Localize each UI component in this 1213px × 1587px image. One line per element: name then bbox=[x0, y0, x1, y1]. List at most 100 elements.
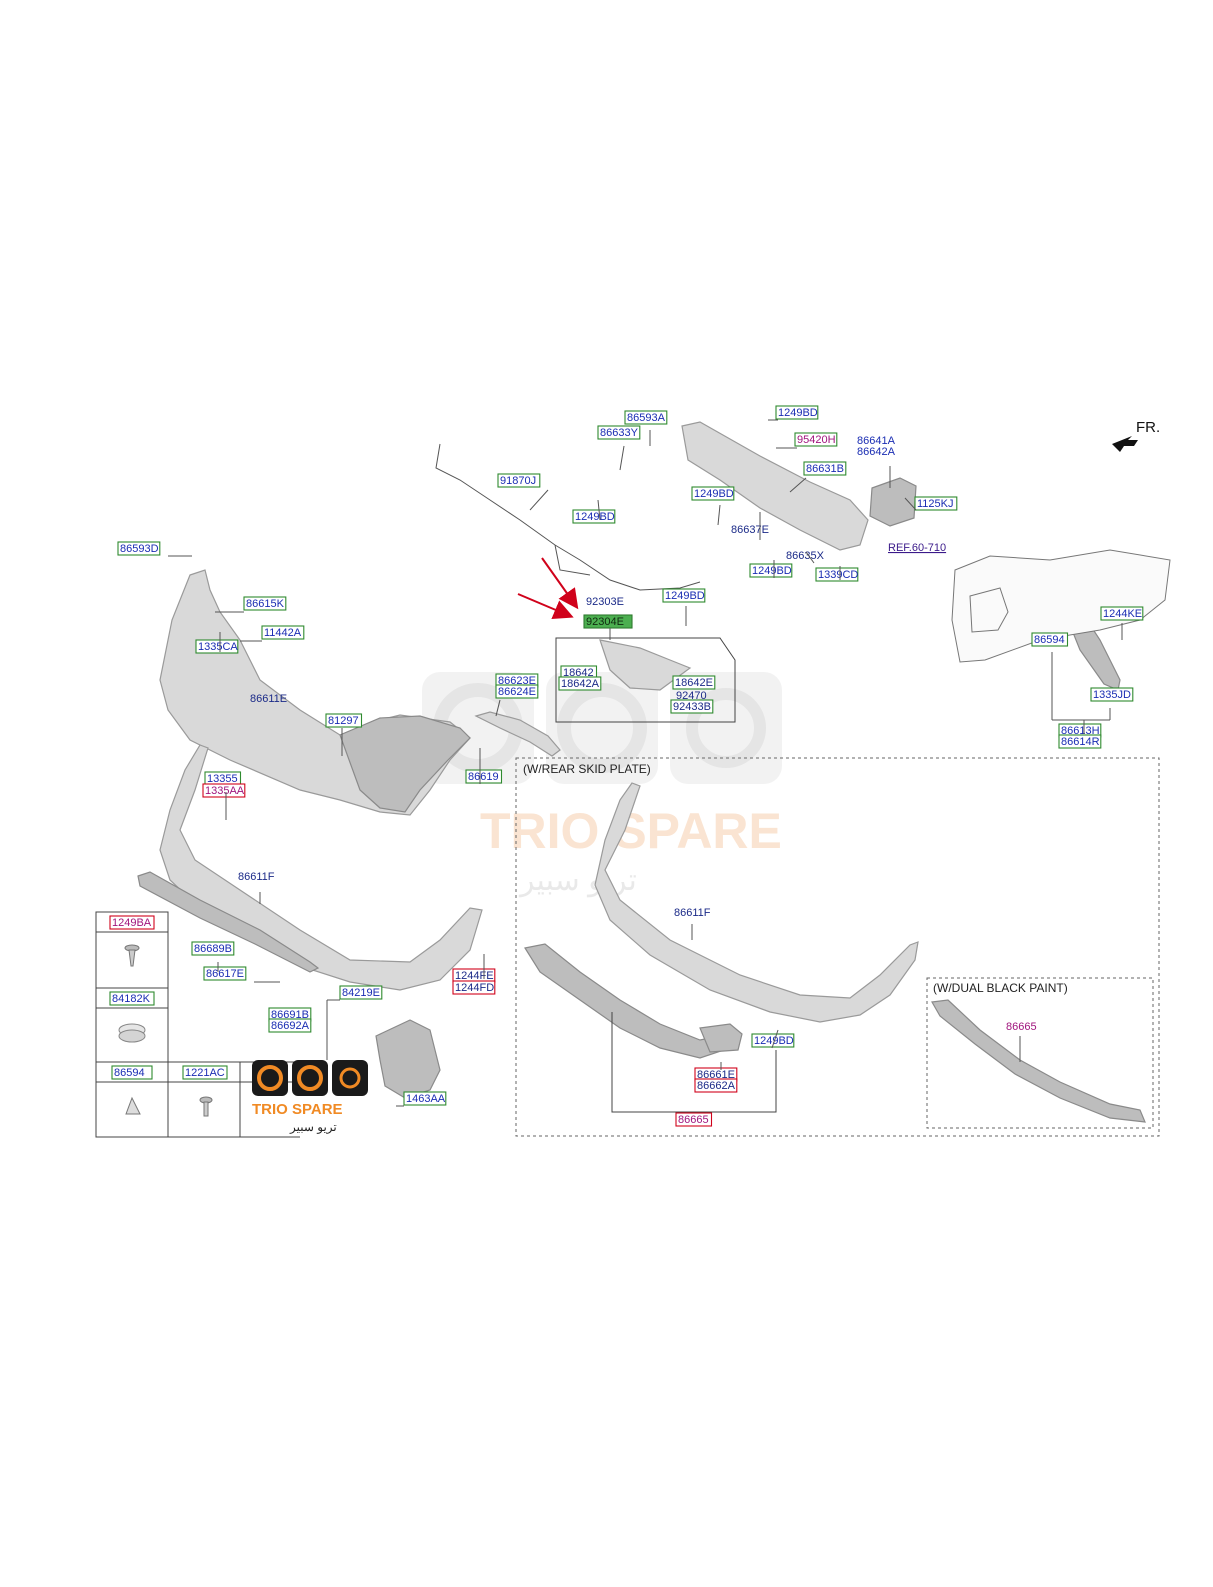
label-box bbox=[1031, 632, 1069, 647]
label-box bbox=[195, 639, 239, 654]
bolt-icon bbox=[199, 1096, 213, 1117]
part-number-86691b: 86691B bbox=[271, 1009, 309, 1021]
part-number-92433b: 92433B bbox=[673, 701, 711, 713]
label-box bbox=[794, 432, 838, 447]
part-number-86623e: 86623E bbox=[498, 675, 536, 687]
ref-link[interactable]: REF.60-710 bbox=[888, 542, 946, 554]
label-box bbox=[261, 625, 305, 640]
label-box bbox=[268, 1018, 312, 1033]
label-box bbox=[803, 461, 847, 476]
back-beam bbox=[681, 421, 869, 551]
plug-cap-icon bbox=[118, 1023, 146, 1043]
label-box bbox=[1090, 687, 1134, 702]
part-number-86615k: 86615K bbox=[246, 598, 285, 610]
part-number-1339cd: 1339CD bbox=[818, 569, 858, 581]
label-box bbox=[749, 563, 793, 578]
under-cover bbox=[375, 1019, 441, 1099]
leader-line bbox=[529, 489, 549, 511]
part-number-86662a: 86662A bbox=[697, 1080, 736, 1092]
lamp-assembly-group bbox=[555, 637, 736, 723]
part-number-86593a: 86593A bbox=[627, 412, 666, 424]
part-number-18642a: 18642A bbox=[561, 678, 600, 690]
label-box bbox=[558, 676, 602, 691]
leader-line bbox=[805, 551, 815, 564]
part-number-86611f: 86611F bbox=[674, 907, 711, 919]
leader-line bbox=[597, 499, 601, 521]
label-box bbox=[497, 473, 541, 488]
legend-1221AC: 1221AC bbox=[185, 1067, 225, 1079]
label-box bbox=[572, 509, 616, 524]
part-number-86689b: 86689B bbox=[194, 943, 232, 955]
part-number-1335jd: 1335JD bbox=[1093, 689, 1131, 701]
brand-logo-en: TRIO SPARE bbox=[252, 1101, 343, 1118]
part-number-86692a: 86692A bbox=[271, 1020, 310, 1032]
legend-86594: 86594 bbox=[114, 1067, 145, 1079]
label-box bbox=[675, 1112, 713, 1127]
label-box bbox=[465, 769, 503, 784]
clip-icon bbox=[125, 1096, 141, 1115]
leader-line bbox=[717, 504, 721, 526]
label-box bbox=[691, 486, 735, 501]
part-number-86593d: 86593D bbox=[120, 543, 159, 555]
label-box bbox=[1100, 606, 1144, 621]
label-box bbox=[203, 966, 247, 981]
skid-lower-bumper bbox=[594, 782, 919, 1023]
leader-line bbox=[619, 445, 625, 471]
part-number-86619: 86619 bbox=[468, 771, 499, 783]
label-box bbox=[191, 941, 235, 956]
part-number-1125kj: 1125KJ bbox=[917, 498, 954, 510]
part-number-1335aa: 1335AA bbox=[205, 785, 245, 797]
part-number-1249bd: 1249BD bbox=[752, 565, 792, 577]
section-dual-black-paint bbox=[926, 977, 1154, 1129]
label-box bbox=[694, 1078, 738, 1093]
leader-line bbox=[789, 477, 807, 493]
label-box bbox=[597, 425, 641, 440]
label-box bbox=[243, 596, 287, 611]
part-number-95420h: 95420H bbox=[797, 434, 836, 446]
legend-1249BA: 1249BA bbox=[112, 917, 152, 929]
red-pointer-arrow-icon bbox=[517, 557, 579, 619]
screw-icon bbox=[124, 944, 140, 967]
label-box bbox=[672, 675, 716, 690]
part-number-86617e: 86617E bbox=[206, 968, 244, 980]
section-rear-skid-plate-title: (W/REAR SKID PLATE) bbox=[523, 762, 651, 776]
beam-bracket bbox=[869, 477, 917, 527]
part-number-86661e: 86661E bbox=[697, 1069, 735, 1081]
label-box bbox=[1058, 734, 1102, 749]
part-number-92304e-highlight: 92304E bbox=[586, 616, 624, 628]
part-number-1249bd: 1249BD bbox=[575, 511, 615, 523]
fastener-legend: 1249BA 84182K 86594 1221AC bbox=[95, 911, 300, 1138]
part-number-18642e: 18642E bbox=[675, 677, 713, 689]
part-number-13355: 13355 bbox=[207, 773, 238, 785]
part-number-1335ca: 1335CA bbox=[198, 641, 238, 653]
label-box bbox=[117, 541, 161, 556]
part-number-86613h: 86613H bbox=[1061, 725, 1100, 737]
part-number-86611e: 86611E bbox=[250, 693, 287, 705]
lower-trim-strip bbox=[137, 871, 320, 973]
label-box bbox=[775, 405, 819, 420]
skid-plate-center bbox=[699, 1023, 743, 1053]
label-box bbox=[495, 684, 539, 699]
part-number-86624e: 86624E bbox=[498, 686, 536, 698]
part-number-1249bd: 1249BD bbox=[778, 407, 818, 419]
part-number-86614r: 86614R bbox=[1061, 736, 1100, 748]
label-box bbox=[670, 699, 714, 714]
direction-label: FR. bbox=[1136, 419, 1160, 436]
part-number-86641a: 86641A bbox=[857, 435, 896, 447]
part-number-1244ke: 1244KE bbox=[1103, 608, 1142, 620]
bumper-garnish bbox=[474, 711, 561, 757]
label-box bbox=[452, 980, 496, 995]
part-number-1463aa: 1463AA bbox=[406, 1093, 446, 1105]
part-number-18642: 18642 bbox=[563, 667, 594, 679]
highlight-box bbox=[583, 614, 633, 629]
label-box bbox=[202, 783, 246, 798]
part-number-1249bd: 1249BD bbox=[694, 488, 734, 500]
part-number-86633y: 86633Y bbox=[600, 427, 639, 439]
leader-line bbox=[771, 1029, 779, 1049]
part-number-92470: 92470 bbox=[676, 690, 707, 702]
brand-logo-ar: تريو سبير bbox=[289, 1120, 337, 1134]
part-number-1244fd: 1244FD bbox=[455, 982, 494, 994]
brand-logo: TRIO SPARE تريو سبير bbox=[252, 1060, 368, 1134]
part-number-92303e: 92303E bbox=[586, 596, 624, 608]
